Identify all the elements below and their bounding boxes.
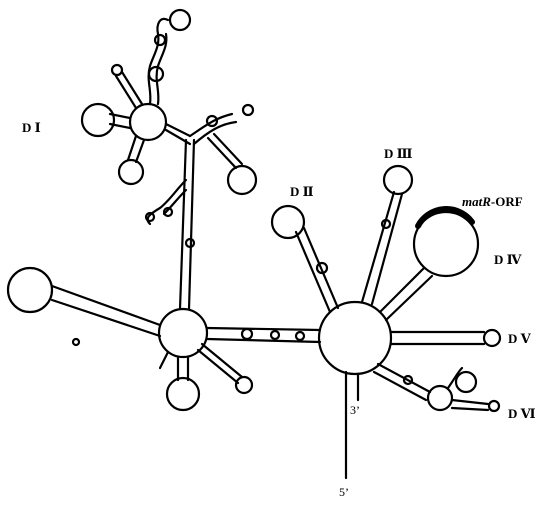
label-matr-orf: matR-ORF [462,194,523,209]
domain-iv-stem [378,210,480,322]
matr-orf-arc [415,206,475,229]
label-domain-ii: D Ⅱ [290,184,314,199]
label-three-prime: 3’ [350,403,360,417]
hub-left-arm-south [165,355,201,412]
domain-structure [6,8,502,480]
label-domain-v: D Ⅴ [508,331,532,346]
hub-left-arm-south-short [158,350,170,370]
label-matr-italic: matR [462,194,491,209]
hub-left-arm-west [6,266,162,347]
hub-left-arm-southeast [196,342,254,395]
domain-ii-stem [270,204,340,314]
hub-left-arm-north [178,138,196,311]
domain-v-stem [389,328,502,348]
label-five-prime: 5’ [339,485,349,499]
label-domain-iii: D Ⅲ [384,146,413,161]
domain-i-cluster [80,8,258,226]
domain-iii-stem [360,164,414,306]
label-domain-vi: D Ⅵ [508,406,536,421]
label-domain-i: D Ⅰ [22,120,41,135]
central-hub-left [157,307,209,359]
linker-stem [205,326,322,344]
central-hub-right [317,300,393,376]
label-matr-rest: -ORF [491,194,523,209]
label-domain-iv: D Ⅳ [494,252,522,267]
domain-vi-stem [372,362,501,413]
